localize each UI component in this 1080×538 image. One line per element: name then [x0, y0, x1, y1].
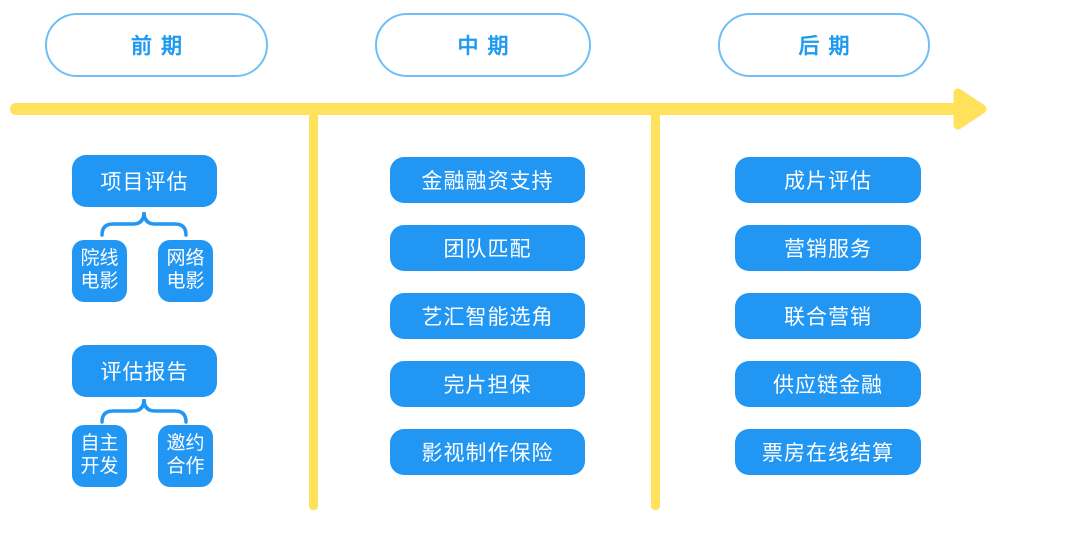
film-evaluation-label: 成片评估: [784, 170, 872, 193]
network-film-label: 网络 电影: [166, 248, 205, 292]
timeline-divider-2: [651, 114, 660, 510]
self-development-label: 自主 开发: [80, 433, 119, 477]
curly-brace-icon: [100, 398, 188, 424]
joint-marketing-box: 联合营销: [735, 293, 921, 339]
timeline-divider-1: [309, 114, 318, 510]
production-insurance-box: 影视制作保险: [390, 429, 585, 475]
network-film-box: 网络 电影: [158, 240, 213, 302]
production-insurance-label: 影视制作保险: [421, 442, 554, 465]
box-office-settlement-label: 票房在线结算: [762, 442, 894, 465]
invited-cooperation-label: 邀约 合作: [166, 433, 205, 477]
cinema-film-label: 院线 电影: [80, 248, 119, 292]
phase-pill-late: 后期: [718, 13, 930, 77]
invited-cooperation-box: 邀约 合作: [158, 425, 213, 487]
curly-brace-icon: [100, 211, 188, 237]
phase-pill-early: 前期: [45, 13, 268, 77]
marketing-service-label: 营销服务: [784, 238, 872, 261]
smart-casting-label: 艺汇智能选角: [421, 306, 554, 329]
timeline-bar: [10, 103, 962, 115]
project-evaluation-label: 项目评估: [100, 171, 189, 194]
self-development-box: 自主 开发: [72, 425, 127, 487]
evaluation-report-box: 评估报告: [72, 345, 217, 397]
financing-support-label: 金融融资支持: [421, 170, 554, 193]
financing-support-box: 金融融资支持: [390, 157, 585, 203]
phase-label-early: 前期: [131, 35, 191, 58]
phase-label-mid: 中期: [457, 35, 518, 58]
team-matching-label: 团队匹配: [443, 238, 532, 261]
box-office-settlement-box: 票房在线结算: [735, 429, 921, 475]
completion-guarantee-box: 完片担保: [390, 361, 585, 407]
film-evaluation-box: 成片评估: [735, 157, 921, 203]
joint-marketing-label: 联合营销: [784, 306, 872, 329]
smart-casting-box: 艺汇智能选角: [390, 293, 585, 339]
supply-chain-finance-box: 供应链金融: [735, 361, 921, 407]
completion-guarantee-label: 完片担保: [443, 374, 532, 397]
phase-pill-mid: 中期: [375, 13, 591, 77]
phase-label-late: 后期: [798, 35, 859, 58]
marketing-service-box: 营销服务: [735, 225, 921, 271]
supply-chain-finance-label: 供应链金融: [773, 374, 883, 397]
team-matching-box: 团队匹配: [390, 225, 585, 271]
cinema-film-box: 院线 电影: [72, 240, 127, 302]
evaluation-report-label: 评估报告: [100, 361, 189, 384]
arrow-right-icon: [953, 88, 987, 130]
project-evaluation-box: 项目评估: [72, 155, 217, 207]
